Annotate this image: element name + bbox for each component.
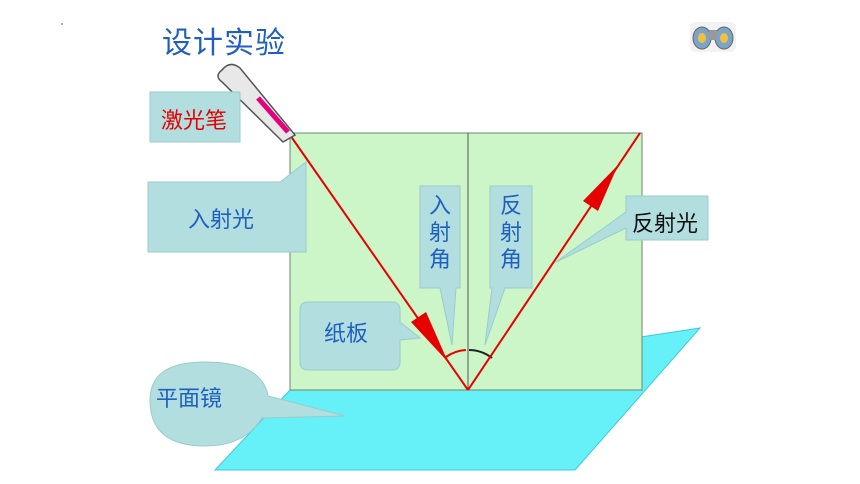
slide-title: 设计实验	[162, 26, 286, 61]
laser-pen	[217, 63, 297, 143]
laser-pen-callout	[149, 91, 241, 143]
paper-board-callout	[299, 301, 422, 371]
incident-angle-char-2: 射	[428, 221, 451, 246]
incident-angle-char-1: 入	[428, 194, 451, 219]
incident-ray-callout	[147, 160, 307, 253]
reflected-ray-callout	[555, 195, 709, 263]
laser-pen-label: 激光笔	[161, 109, 228, 134]
reflection-angle-arc	[468, 349, 493, 359]
incident-ray-arrow	[411, 312, 448, 362]
incident-ray-label: 入射光	[188, 208, 255, 233]
incident-angle-char-3: 角	[428, 248, 451, 273]
reflection-angle-char-1: 反	[499, 194, 522, 219]
decorative-dot	[61, 23, 63, 25]
incident-angle-arc	[445, 349, 467, 358]
reflected-ray-arrow	[583, 165, 618, 211]
plane-mirror-label: 平面镜	[156, 387, 223, 412]
reflection-angle-callout	[484, 185, 533, 346]
reflected-ray-label: 反射光	[632, 212, 699, 237]
plane-mirror-callout	[149, 361, 346, 447]
incident-angle-callout	[419, 185, 461, 346]
reflection-angle-label: 反 射 角	[499, 193, 523, 274]
incident-angle-label: 入 射 角	[428, 193, 452, 274]
binoculars-icon	[690, 22, 736, 52]
reflection-angle-char-2: 射	[499, 221, 522, 246]
reflection-angle-char-3: 角	[499, 248, 522, 273]
paper-board-label: 纸板	[324, 322, 369, 347]
